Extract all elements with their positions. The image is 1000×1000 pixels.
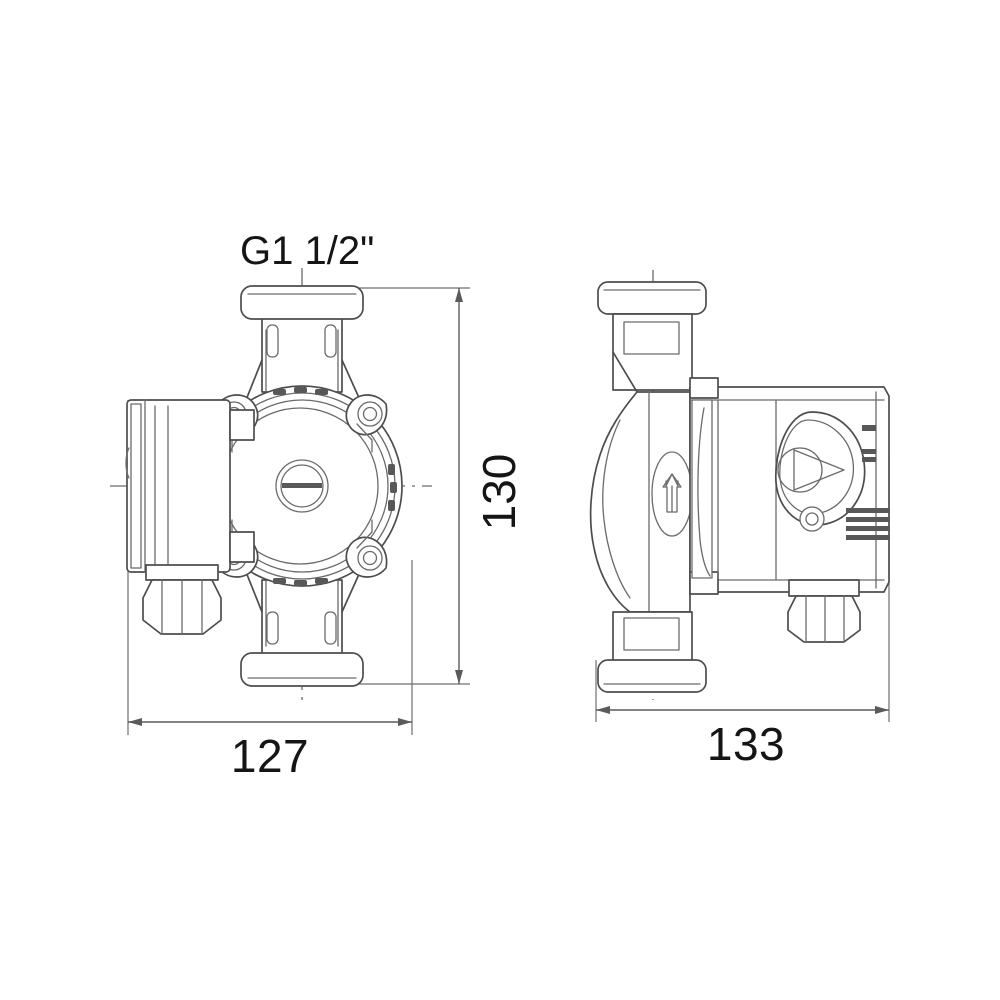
front-terminal-shoulder-bottom bbox=[229, 531, 255, 563]
dim-arrow-127-left bbox=[128, 718, 142, 726]
front-width-dimension-label: 127 bbox=[231, 730, 309, 782]
knob-hub[interactable] bbox=[777, 447, 823, 493]
status-led-indicator bbox=[799, 506, 825, 532]
side-flow-arrow-outline bbox=[662, 473, 682, 513]
side-vent-slot-4 bbox=[846, 535, 890, 540]
front-top-neck-taper-left bbox=[245, 359, 263, 401]
dim-arrow-130-bottom bbox=[455, 670, 463, 684]
front-vent-top-2 bbox=[294, 387, 307, 393]
led-indicator-core bbox=[805, 512, 819, 526]
front-shaft-screw-slot bbox=[282, 483, 322, 488]
front-top-neck-slot-right bbox=[324, 324, 337, 358]
side-top-neck-taper bbox=[612, 351, 638, 393]
side-coupling-band bbox=[691, 399, 713, 579]
front-vent-bottom-2 bbox=[294, 580, 307, 586]
side-bottom-neck-detail bbox=[623, 617, 680, 651]
dim-arrow-133-right bbox=[875, 706, 889, 714]
side-volute-contour bbox=[602, 419, 631, 599]
side-vent-slot-1 bbox=[846, 508, 890, 513]
front-boss-tr-hole bbox=[362, 406, 378, 422]
front-top-neck-slot-left bbox=[266, 324, 279, 358]
front-top-flange bbox=[240, 285, 364, 320]
front-vent-top bbox=[273, 387, 328, 395]
speed-mark-1 bbox=[862, 425, 876, 431]
front-gland-collar bbox=[145, 564, 219, 581]
speed-setting-marks bbox=[862, 425, 876, 462]
side-gland-collar bbox=[788, 579, 860, 597]
speed-mark-2a bbox=[862, 449, 876, 454]
front-terminal-box-latch bbox=[125, 447, 130, 479]
side-coupling-top bbox=[689, 377, 719, 399]
side-view bbox=[589, 270, 890, 700]
front-bottom-flange bbox=[240, 652, 364, 687]
front-vent-right-3 bbox=[388, 500, 395, 511]
front-terminal-shoulder-top bbox=[229, 409, 255, 441]
front-vent-bottom-3 bbox=[315, 578, 328, 584]
front-cable-gland bbox=[142, 564, 222, 635]
front-bottom-neck-taper-right bbox=[341, 571, 361, 613]
dim-arrow-127-right bbox=[398, 718, 412, 726]
side-top-flange bbox=[597, 281, 707, 315]
hex-nut-icon bbox=[787, 595, 861, 643]
front-bottom-neck-slot-left bbox=[266, 611, 279, 645]
side-vent-slot-3 bbox=[846, 526, 890, 531]
speed-selector-knob[interactable] bbox=[775, 411, 866, 526]
front-vent-bottom bbox=[273, 578, 328, 586]
side-width-dimension-label: 133 bbox=[707, 718, 785, 770]
front-vent-top-3 bbox=[315, 389, 328, 395]
front-bottom-neck-slot-right bbox=[324, 611, 337, 645]
side-volute-body bbox=[589, 391, 691, 613]
front-rib-tr bbox=[356, 423, 373, 453]
side-vent-slot-2 bbox=[846, 517, 890, 522]
front-vent-bottom-1 bbox=[273, 578, 286, 584]
front-vent-right-1 bbox=[388, 464, 395, 475]
front-boss-br-hole bbox=[362, 550, 378, 566]
front-rib-br bbox=[356, 519, 373, 549]
dim-arrow-133-left bbox=[596, 706, 610, 714]
front-bottom-neck-taper-left bbox=[245, 571, 263, 613]
front-terminal-box-edge-strip bbox=[130, 403, 142, 569]
dim-arrow-130-top bbox=[455, 288, 463, 302]
front-vent-right bbox=[388, 464, 397, 511]
front-vent-top-1 bbox=[273, 389, 286, 395]
front-terminal-box bbox=[125, 399, 255, 573]
thread-size-label: G1 1/2" bbox=[240, 229, 374, 273]
side-top-neck-detail bbox=[623, 321, 680, 355]
front-terminal-box-body bbox=[126, 399, 231, 573]
side-cable-gland bbox=[787, 579, 861, 643]
side-vent-slots bbox=[846, 508, 890, 540]
side-coupling-curve bbox=[697, 407, 711, 577]
front-top-neck-taper-right bbox=[341, 359, 361, 401]
side-bottom-flange bbox=[597, 659, 707, 693]
speed-mark-2b bbox=[862, 457, 876, 462]
height-dimension-label: 130 bbox=[473, 454, 525, 531]
front-view bbox=[110, 268, 432, 700]
front-vent-right-2 bbox=[390, 482, 397, 493]
